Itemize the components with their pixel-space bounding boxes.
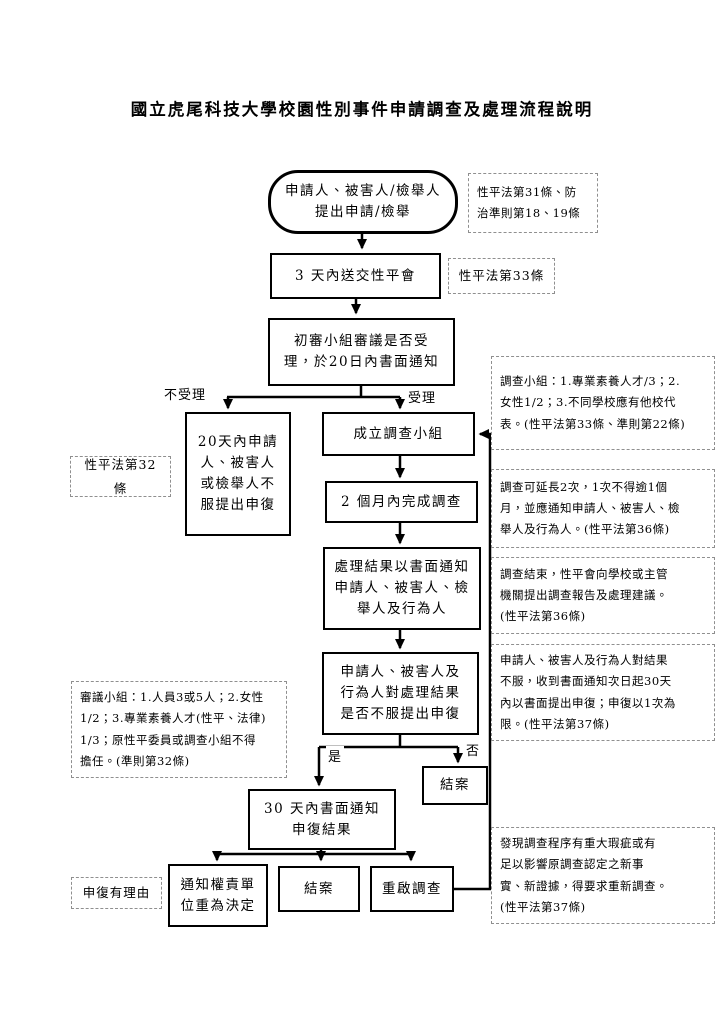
note-restart-rule: 發現調查程序有重大瑕疵或有 足以影響原調查認定之新事 實、新證據，得要求重新調查… xyxy=(491,827,715,924)
node-start: 申請人、被害人/檢舉人 提出申請/檢舉 xyxy=(268,170,458,234)
node-restart-investigation: 重啟調查 xyxy=(370,866,454,912)
node-notify-30days: 30 天內書面通知 申復結果 xyxy=(248,789,396,850)
note-law32: 性平法第32條 xyxy=(70,456,171,497)
note-review-team-rule: 審議小組：1.人員3或5人；2.女性 1/2；3.專業素養人才(性平、法律) 1… xyxy=(71,681,287,778)
note-investigation-team-rule: 調查小組：1.專業素養人才/3；2. 女性1/2；3.不同學校應有他校代 表。(… xyxy=(491,356,715,450)
node-close-case-no: 結案 xyxy=(422,766,488,805)
edge-label-yes: 是 xyxy=(326,746,345,765)
node-establish-team: 成立調查小組 xyxy=(322,412,475,456)
note-appeal-rule: 申請人、被害人及行為人對結果 不服，收到書面通知次日起30天 內以書面提出申復；… xyxy=(491,644,715,741)
node-appeal-20days: 20天內申請 人、被害人 或檢舉人不 服提出申復 xyxy=(185,412,291,536)
edge-label-accept: 受理 xyxy=(406,387,439,406)
note-report-rule: 調查結束，性平會向學校或主管 機關提出調查報告及處理建議。 (性平法第36條) xyxy=(491,557,715,634)
note-extension-rule: 調查可延長2次，1次不得逾1個 月，並應通知申請人、被害人、檢 舉人及行為人。(… xyxy=(491,469,715,548)
edge-label-reject: 不受理 xyxy=(162,384,209,403)
note-law33: 性平法第33條 xyxy=(448,258,555,294)
node-notify-result: 處理結果以書面通知 申請人、被害人、檢 舉人及行為人 xyxy=(323,547,481,630)
node-notify-authority: 通知權責單 位重為決定 xyxy=(168,864,268,927)
note-appeal-valid: 申復有理由 xyxy=(71,877,162,909)
note-law31: 性平法第31條、防 治準則第18、19條 xyxy=(468,173,598,233)
node-close-case-final: 結案 xyxy=(278,866,360,912)
node-submit-3days: 3 天內送交性平會 xyxy=(270,253,441,299)
edge-label-no: 否 xyxy=(464,740,483,759)
node-appeal-decision: 申請人、被害人及 行為人對處理結果 是否不服提出申復 xyxy=(322,652,479,735)
node-complete-2months: 2 個月內完成調查 xyxy=(325,481,478,523)
node-initial-review: 初審小組審議是否受 理，於20日內書面通知 xyxy=(268,318,455,386)
page-title: 國立虎尾科技大學校園性別事件申請調查及處理流程說明 xyxy=(130,100,594,119)
